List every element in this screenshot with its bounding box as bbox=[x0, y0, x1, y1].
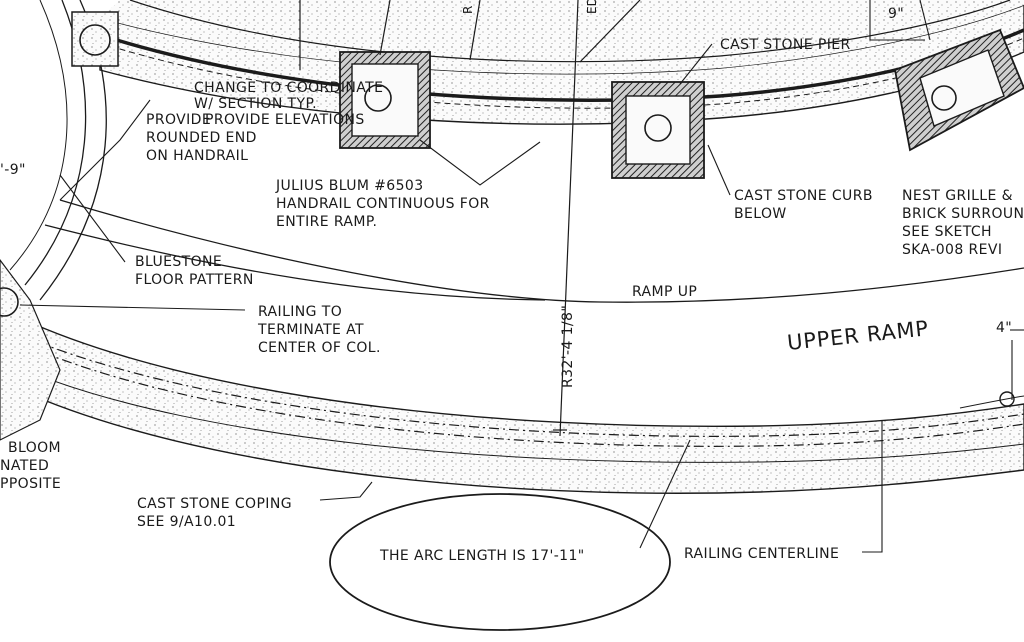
left-column-circle bbox=[0, 287, 19, 317]
label-nest-grille-1: NEST GRILLE & bbox=[902, 188, 1013, 204]
label-arc-length: THE ARC LENGTH IS 17'-11" bbox=[379, 548, 585, 564]
label-railing-3: CENTER OF COL. bbox=[258, 340, 381, 356]
label-bluestone-2: FLOOR PATTERN bbox=[135, 272, 254, 288]
label-dim-9-left: '-9" bbox=[0, 162, 26, 178]
label-nest-grille-2: BRICK SURROUN bbox=[902, 206, 1024, 222]
cast-stone-pier-1 bbox=[339, 51, 431, 149]
cast-stone-pier-2 bbox=[611, 81, 705, 179]
label-coping-2: SEE 9/A10.01 bbox=[137, 514, 236, 530]
label-radius-dimension: R32'-4 1/8" bbox=[560, 305, 576, 388]
coping-band bbox=[19, 316, 1024, 494]
label-ed-partial: ED bbox=[585, 0, 599, 14]
label-ramp-up: RAMP UP bbox=[632, 284, 697, 300]
top-paving bbox=[100, 0, 1024, 74]
left-stone-base bbox=[0, 259, 61, 441]
label-cast-stone-curb-1: CAST STONE CURB bbox=[734, 188, 873, 204]
arc-length-callout bbox=[329, 493, 671, 631]
label-bloom-1: BLOOM bbox=[8, 440, 61, 456]
label-cast-stone-curb-2: BELOW bbox=[734, 206, 787, 222]
label-r-partial: R bbox=[461, 6, 475, 14]
label-change-coordinate-2: W/ SECTION TYP. bbox=[194, 96, 317, 112]
floor-arc-1 bbox=[59, 199, 1024, 303]
label-dim-4: 4" bbox=[996, 320, 1012, 336]
label-change-coordinate-1: CHANGE TO COORDINATE bbox=[194, 80, 383, 96]
label-julius-blum-1: JULIUS BLUM #6503 bbox=[275, 178, 424, 194]
label-railing-1: RAILING TO bbox=[258, 304, 342, 320]
label-nest-grille-3: SEE SKETCH bbox=[902, 224, 992, 240]
pier-top-left bbox=[71, 11, 119, 67]
label-cast-stone-pier: CAST STONE PIER bbox=[720, 37, 851, 53]
label-railing-2: TERMINATE AT bbox=[257, 322, 364, 338]
label-nest-grille-4: SKA-008 REVI bbox=[902, 242, 1002, 258]
label-provide: PROVIDE bbox=[146, 112, 211, 128]
label-rounded-end: ROUNDED END bbox=[146, 130, 257, 146]
cast-stone-pier-3 bbox=[893, 28, 1024, 152]
label-bloom-3: PPOSITE bbox=[0, 476, 61, 492]
label-dim-9: 9" bbox=[888, 6, 904, 22]
radius-dimension-line bbox=[559, 0, 579, 437]
label-bloom-2: NATED bbox=[0, 458, 49, 474]
label-provide-elevations: PROVIDE ELEVATIONS bbox=[205, 112, 365, 128]
label-railing-centerline: RAILING CENTERLINE bbox=[684, 546, 839, 562]
label-coping-1: CAST STONE COPING bbox=[137, 496, 292, 512]
label-julius-blum-3: ENTIRE RAMP. bbox=[276, 214, 377, 230]
label-upper-ramp: UPPER RAMP bbox=[786, 316, 930, 355]
railing-centerline-path bbox=[19, 334, 1024, 437]
label-on-handrail: ON HANDRAIL bbox=[146, 148, 248, 164]
label-bluestone-1: BLUESTONE bbox=[135, 254, 222, 270]
label-julius-blum-2: HANDRAIL CONTINUOUS FOR bbox=[276, 196, 490, 212]
